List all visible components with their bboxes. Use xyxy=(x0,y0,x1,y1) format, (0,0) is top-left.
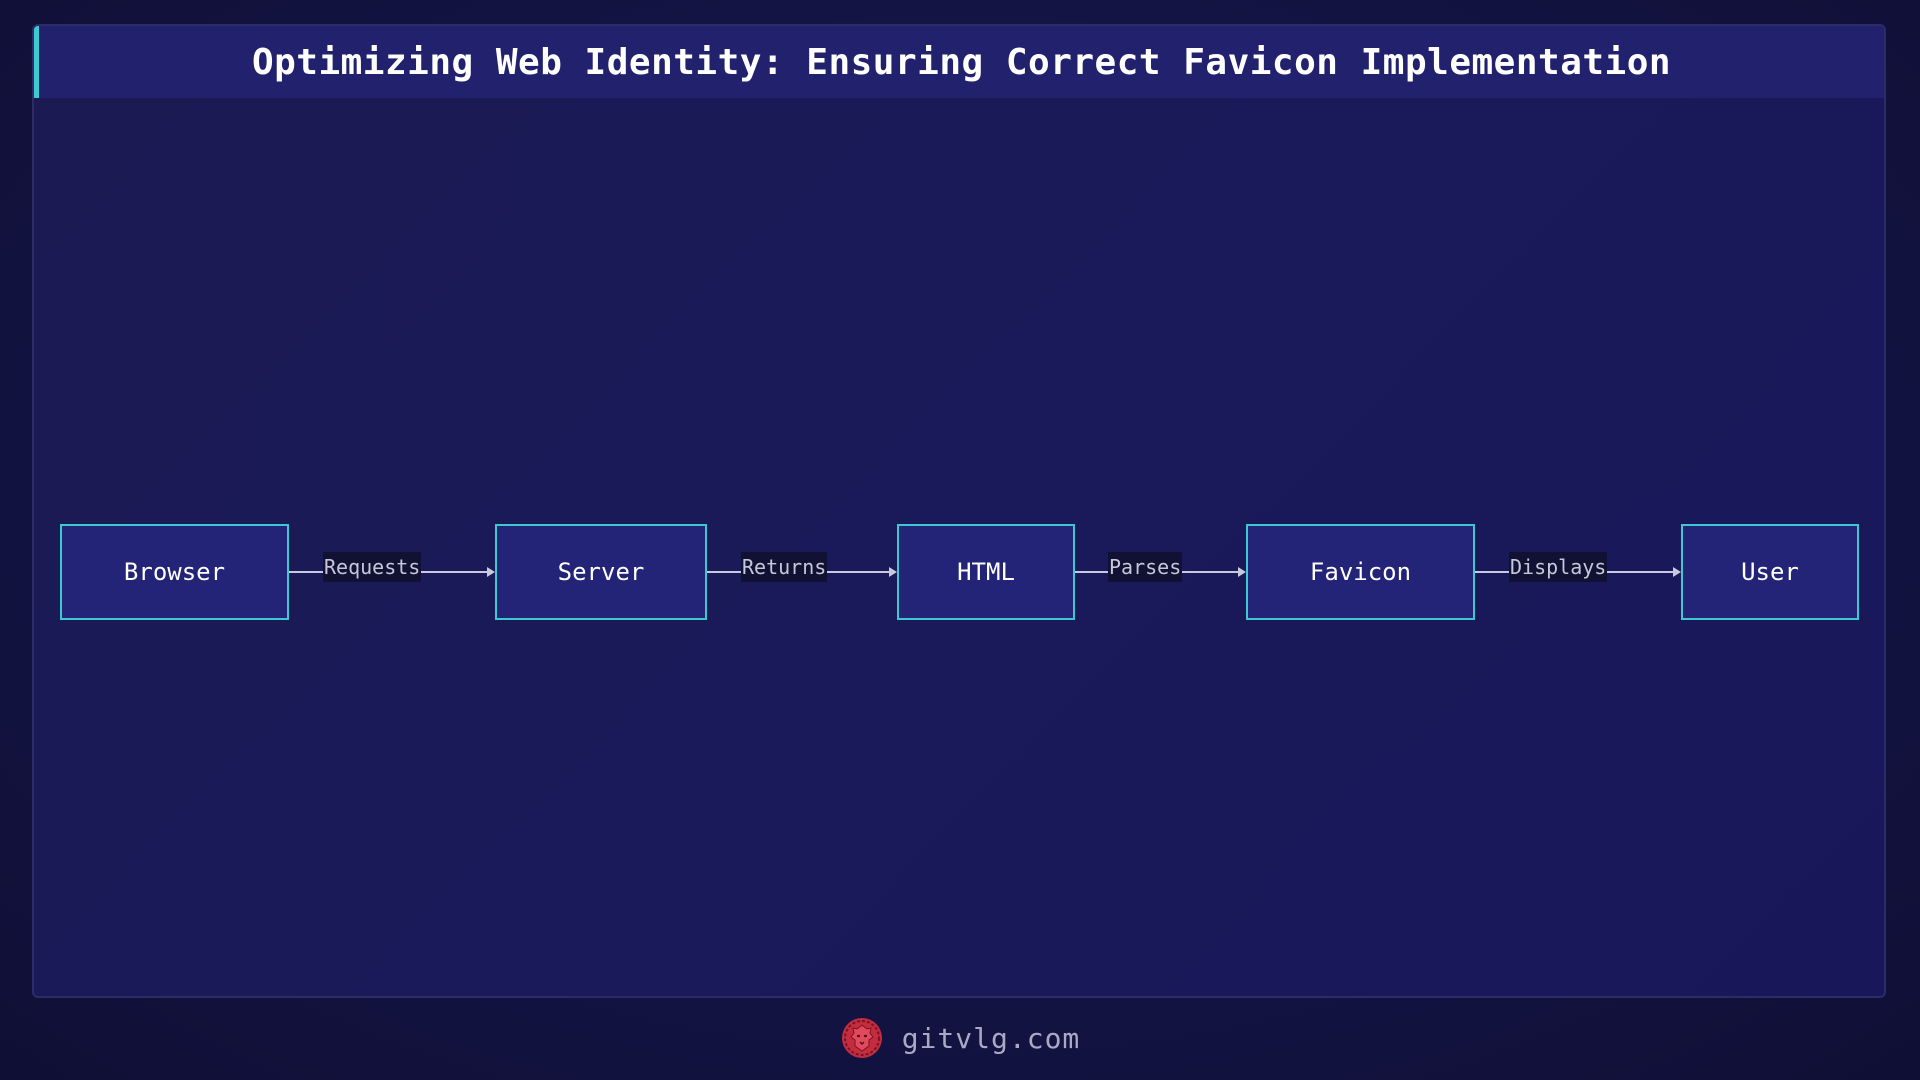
page-title: Optimizing Web Identity: Ensuring Correc… xyxy=(251,41,1672,83)
edge-label-parses: Parses xyxy=(1108,552,1183,582)
diagram-frame: Optimizing Web Identity: Ensuring Correc… xyxy=(32,24,1886,998)
arrowhead-icon xyxy=(1238,567,1246,577)
edge-label-requests: Requests xyxy=(323,552,422,582)
footer: gitvlg.com xyxy=(0,1010,1920,1066)
node-favicon: Favicon xyxy=(1246,524,1475,620)
edge-label-returns: Returns xyxy=(741,552,828,582)
arrowhead-icon xyxy=(1673,567,1681,577)
edge-label-displays: Displays xyxy=(1509,552,1608,582)
lion-logo-icon xyxy=(841,1018,882,1058)
footer-site-text: gitvlg.com xyxy=(901,1021,1081,1055)
node-server: Server xyxy=(495,524,707,620)
arrowhead-icon xyxy=(487,567,495,577)
arrowhead-icon xyxy=(889,567,897,577)
node-browser: Browser xyxy=(60,524,289,620)
node-html: HTML xyxy=(897,524,1075,620)
node-user: User xyxy=(1681,524,1859,620)
title-bar: Optimizing Web Identity: Ensuring Correc… xyxy=(34,26,1884,98)
